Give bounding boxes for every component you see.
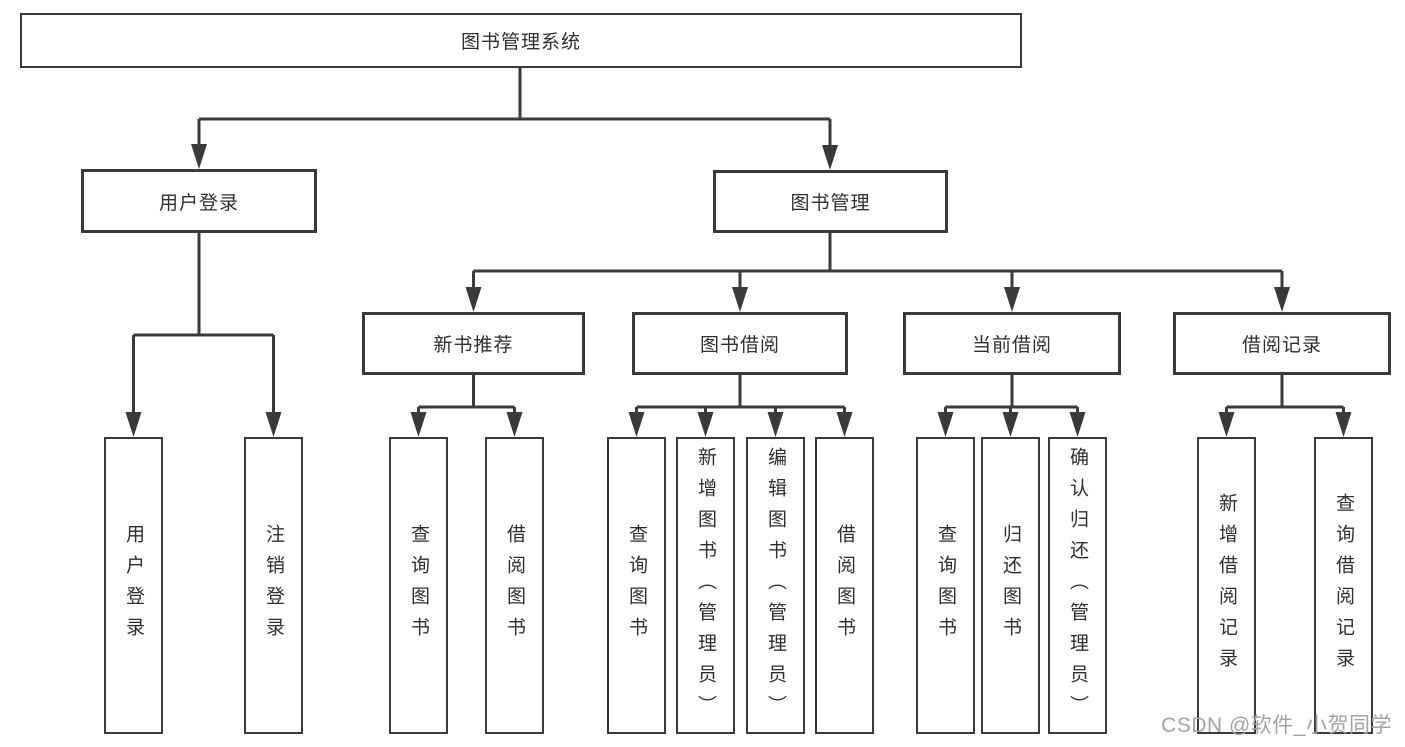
arrowheads-level3 bbox=[465, 287, 1290, 312]
leaf-edit-books-admin: 编辑图书（管理员） bbox=[746, 437, 805, 734]
connector-bookborrow-to-leaves bbox=[635, 375, 846, 414]
leaf-return-books: 归还图书 bbox=[981, 437, 1040, 734]
connector-newbooks-to-leaves bbox=[417, 375, 516, 414]
leaf-add-books-admin: 新增图书（管理员） bbox=[676, 437, 735, 734]
node-borrowing-records: 借阅记录 bbox=[1173, 312, 1391, 375]
connector-current-to-leaves bbox=[944, 375, 1079, 414]
leaf-user-login: 用户登录 bbox=[104, 437, 163, 734]
arrowheads-records-leaves bbox=[1218, 412, 1352, 437]
leaf-logout: 注销登录 bbox=[244, 437, 303, 734]
connector-userlogin-to-leaves bbox=[132, 233, 275, 414]
arrowheads-newbooks-leaves bbox=[410, 412, 523, 437]
node-new-book-recommend: 新书推荐 bbox=[362, 312, 585, 375]
csdn-watermark: CSDN @软件_小贺同学 bbox=[1161, 714, 1392, 737]
node-user-login: 用户登录 bbox=[81, 169, 317, 233]
leaf-borrow-books-borrowing: 借阅图书 bbox=[815, 437, 874, 734]
node-library-management-system: 图书管理系统 bbox=[20, 13, 1022, 68]
arrowheads-userlogin-leaves bbox=[125, 412, 282, 437]
arrowheads-level2 bbox=[191, 144, 838, 170]
arrowheads-current-leaves bbox=[937, 412, 1086, 437]
connector-root-to-level2 bbox=[197, 68, 832, 147]
leaf-query-books-borrowing: 查询图书 bbox=[607, 437, 666, 734]
leaf-add-borrow-record: 新增借阅记录 bbox=[1197, 437, 1256, 734]
node-book-borrowing: 图书借阅 bbox=[632, 312, 848, 375]
leaf-confirm-return-admin: 确认归还（管理员） bbox=[1048, 437, 1107, 734]
leaf-query-borrow-record: 查询借阅记录 bbox=[1314, 437, 1373, 734]
node-current-borrowing: 当前借阅 bbox=[903, 312, 1121, 375]
connector-records-to-leaves bbox=[1225, 375, 1345, 414]
connector-bookmgmt-to-level3 bbox=[472, 233, 1284, 289]
leaf-query-books-recommend: 查询图书 bbox=[389, 437, 448, 734]
arrowheads-bookborrow-leaves bbox=[628, 412, 853, 437]
leaf-query-books-current: 查询图书 bbox=[916, 437, 975, 734]
leaf-borrow-books-recommend: 借阅图书 bbox=[485, 437, 544, 734]
node-book-management: 图书管理 bbox=[713, 170, 948, 233]
